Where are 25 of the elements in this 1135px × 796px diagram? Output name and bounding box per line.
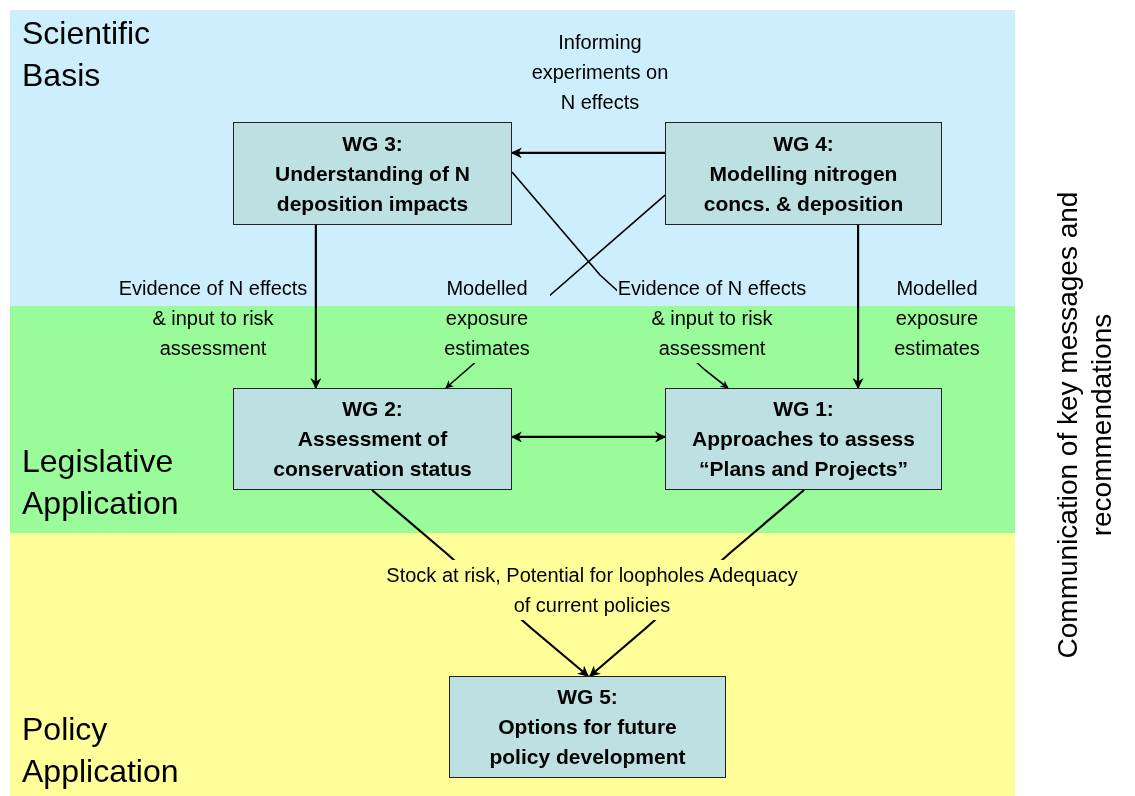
band-heading: Policy Application: [22, 710, 180, 791]
box-text: Options for future policy development: [488, 714, 687, 770]
box-heading: WG 1:: [773, 396, 834, 422]
band-background: [10, 533, 1015, 796]
band-heading: Legislative Application: [22, 442, 180, 523]
box-text: Modelling nitrogen concs. & deposition: [702, 160, 905, 217]
box-text: Approaches to assess “Plans and Projects”: [691, 426, 916, 482]
process-box: [449, 676, 726, 778]
arrow: [310, 225, 322, 390]
band-background: [10, 10, 1015, 306]
box-heading: WG 2:: [342, 396, 403, 422]
box-heading: WG 4:: [773, 130, 834, 157]
process-box: [233, 122, 512, 225]
process-box: [233, 388, 512, 490]
box-heading: WG 3:: [342, 130, 403, 157]
arrow: [510, 431, 667, 443]
box-heading: WG 5:: [557, 684, 618, 710]
box-text: Assessment of conservation status: [272, 426, 473, 482]
process-box: [665, 388, 942, 490]
band-heading: Scientific Basis: [22, 14, 152, 95]
arrow: [510, 147, 665, 159]
box-text: Understanding of N deposition impacts: [274, 160, 471, 217]
arrow: [852, 225, 864, 390]
process-box: [665, 122, 942, 225]
side-note: Communication of key messages and recommendations: [1051, 190, 1118, 661]
